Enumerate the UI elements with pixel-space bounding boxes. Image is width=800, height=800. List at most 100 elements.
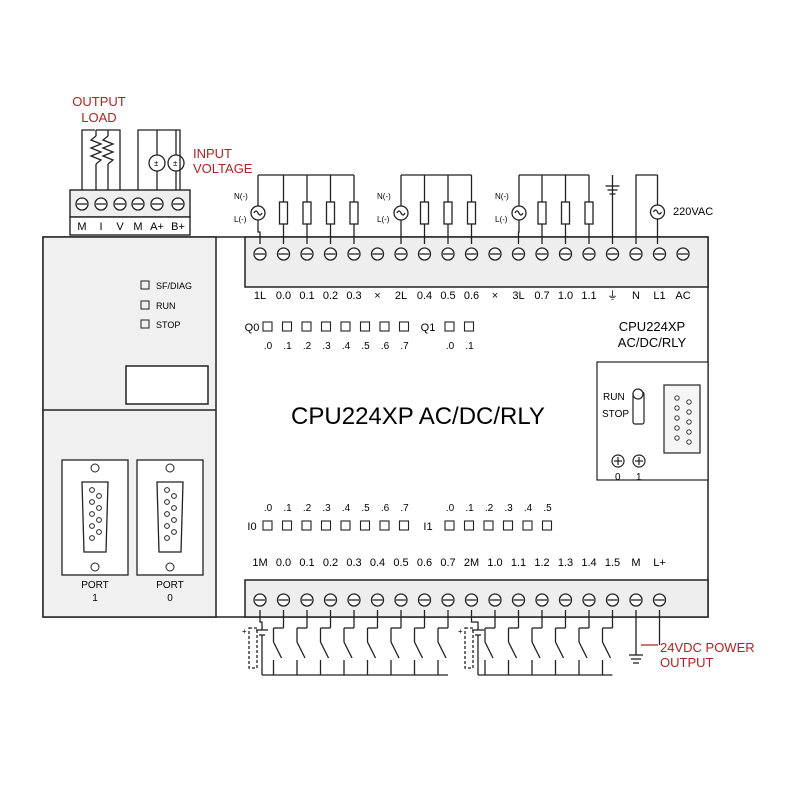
run-label: RUN [603,392,625,403]
bottom-terminal-screw[interactable] [323,593,338,607]
top-terminal-screw[interactable] [464,247,479,261]
top-terminal-screw[interactable] [347,247,361,261]
bottom-terminal-label: 2M [464,557,479,569]
top-terminal-screw[interactable] [253,247,267,261]
input-bit-label: .0 [264,503,273,514]
bottom-terminal-label: 0.7 [440,557,455,569]
analog-terminal-screw[interactable] [94,197,108,211]
input-source-2-glyph: ± [173,159,178,168]
comm-port-1[interactable] [61,459,129,576]
led-label-run: RUN [156,301,176,311]
top-terminal-screw[interactable] [441,247,455,261]
analog-terminal-screw[interactable] [131,197,145,211]
bottom-terminal-screw[interactable] [370,593,385,607]
bottom-terminal-screw[interactable] [441,593,455,607]
input-voltage-wiring [137,129,185,190]
analog-terminal-label: B+ [171,221,185,233]
analog-terminal-screw[interactable] [150,197,164,211]
bottom-terminal-screw[interactable] [605,593,620,607]
top-terminal-label: 3L [512,290,524,302]
top-terminal-screw[interactable] [323,247,338,261]
line-polarity-label: L(-) [495,215,508,224]
output-load-label-1: OUTPUT [72,94,126,109]
memory-cartridge-slot [125,365,209,405]
top-terminal-screw[interactable] [605,247,620,261]
top-terminal-screw[interactable] [417,247,432,261]
bottom-terminal-screw[interactable] [488,593,502,607]
bottom-terminal-screw[interactable] [535,593,549,607]
input-led [444,520,455,531]
output-bit-label: .6 [381,341,390,352]
port-title: PORT [81,580,109,591]
bottom-terminal-screw[interactable] [511,593,526,607]
neutral-polarity-label: N(-) [495,192,509,201]
output-bit-label: .2 [303,341,312,352]
top-terminal-label: 0.7 [534,290,549,302]
annotation-labels: OUTPUT LOAD INPUT VOLTAGE 24VDC POWER OU… [72,94,754,670]
output-bit-label: .4 [342,341,351,352]
input-bit-label: .2 [485,503,494,514]
input-bit-label: .3 [504,503,513,514]
bottom-terminal-screw[interactable] [464,593,479,607]
top-terminal-screw[interactable] [488,247,502,261]
bottom-terminal-screw[interactable] [276,593,291,607]
input-voltage-label-2: VOLTAGE [193,161,253,176]
output-wiring-labels: N(-)L(-)N(-)L(-)N(-)L(-) [234,192,509,224]
line-polarity-label: L(-) [234,215,247,224]
pot1-label: 1 [636,472,642,483]
input-bit-label: .7 [400,503,409,514]
top-terminal-label: L1 [653,290,665,302]
bottom-terminal-screw[interactable] [300,593,314,607]
stop-label: STOP [602,409,629,420]
top-terminal-label: 0.3 [346,290,361,302]
neutral-polarity-label: N(-) [377,192,391,201]
bottom-terminal-screw[interactable] [253,593,267,607]
top-terminal-screw[interactable] [582,247,596,261]
input-group-label: I1 [423,521,432,533]
expansion-connector [663,384,701,454]
top-terminal-label: ⏚ [607,289,618,302]
top-terminal-label: 0.2 [323,290,338,302]
top-terminal-label: 0.6 [464,290,479,302]
top-terminal-screw[interactable] [652,247,667,261]
top-terminal-screw[interactable] [276,247,291,261]
top-terminal-screw[interactable] [300,247,314,261]
analog-terminal-screw[interactable] [171,197,185,211]
bottom-terminal-screw[interactable] [347,593,361,607]
line-polarity-label: L(-) [377,215,390,224]
input-led [301,520,312,531]
bottom-terminal-screw[interactable] [629,593,643,607]
output-bit-label: .0 [446,341,455,352]
led-run [140,300,150,310]
analog-terminal-label: M [133,221,142,233]
output-led [301,321,312,332]
top-terminal-screw[interactable] [535,247,549,261]
top-terminal-screw[interactable] [629,247,643,261]
input-led [522,520,533,531]
bottom-terminal-screw[interactable] [417,593,432,607]
bottom-terminal-label: 1.4 [581,557,596,569]
output-group-label: Q0 [245,322,260,334]
analog-terminal-screw[interactable] [75,197,89,211]
input-bit-label: .6 [381,503,390,514]
top-terminal-screw[interactable] [676,247,690,261]
top-terminal-screw[interactable] [370,247,385,261]
input-led [379,520,390,531]
bottom-terminal-screw[interactable] [394,593,408,607]
top-terminal-screw[interactable] [558,247,573,261]
analog-terminal-screw[interactable] [113,197,127,211]
input-bit-label: .0 [446,503,455,514]
top-terminal-screw[interactable] [394,247,408,261]
top-terminal-label: 0.0 [276,290,291,302]
comm-port-0[interactable] [136,459,204,576]
input-led [398,520,410,531]
bottom-terminal-screw[interactable] [558,593,573,607]
output-led [281,321,293,332]
bottom-terminal-screw[interactable] [582,593,596,607]
top-terminal-screw[interactable] [511,247,526,261]
output-bit-label: .1 [465,341,474,352]
model-label-line2: AC/DC/RLY [618,335,687,350]
output-load-wiring [81,129,121,190]
bottom-terminal-screw[interactable] [652,593,667,607]
